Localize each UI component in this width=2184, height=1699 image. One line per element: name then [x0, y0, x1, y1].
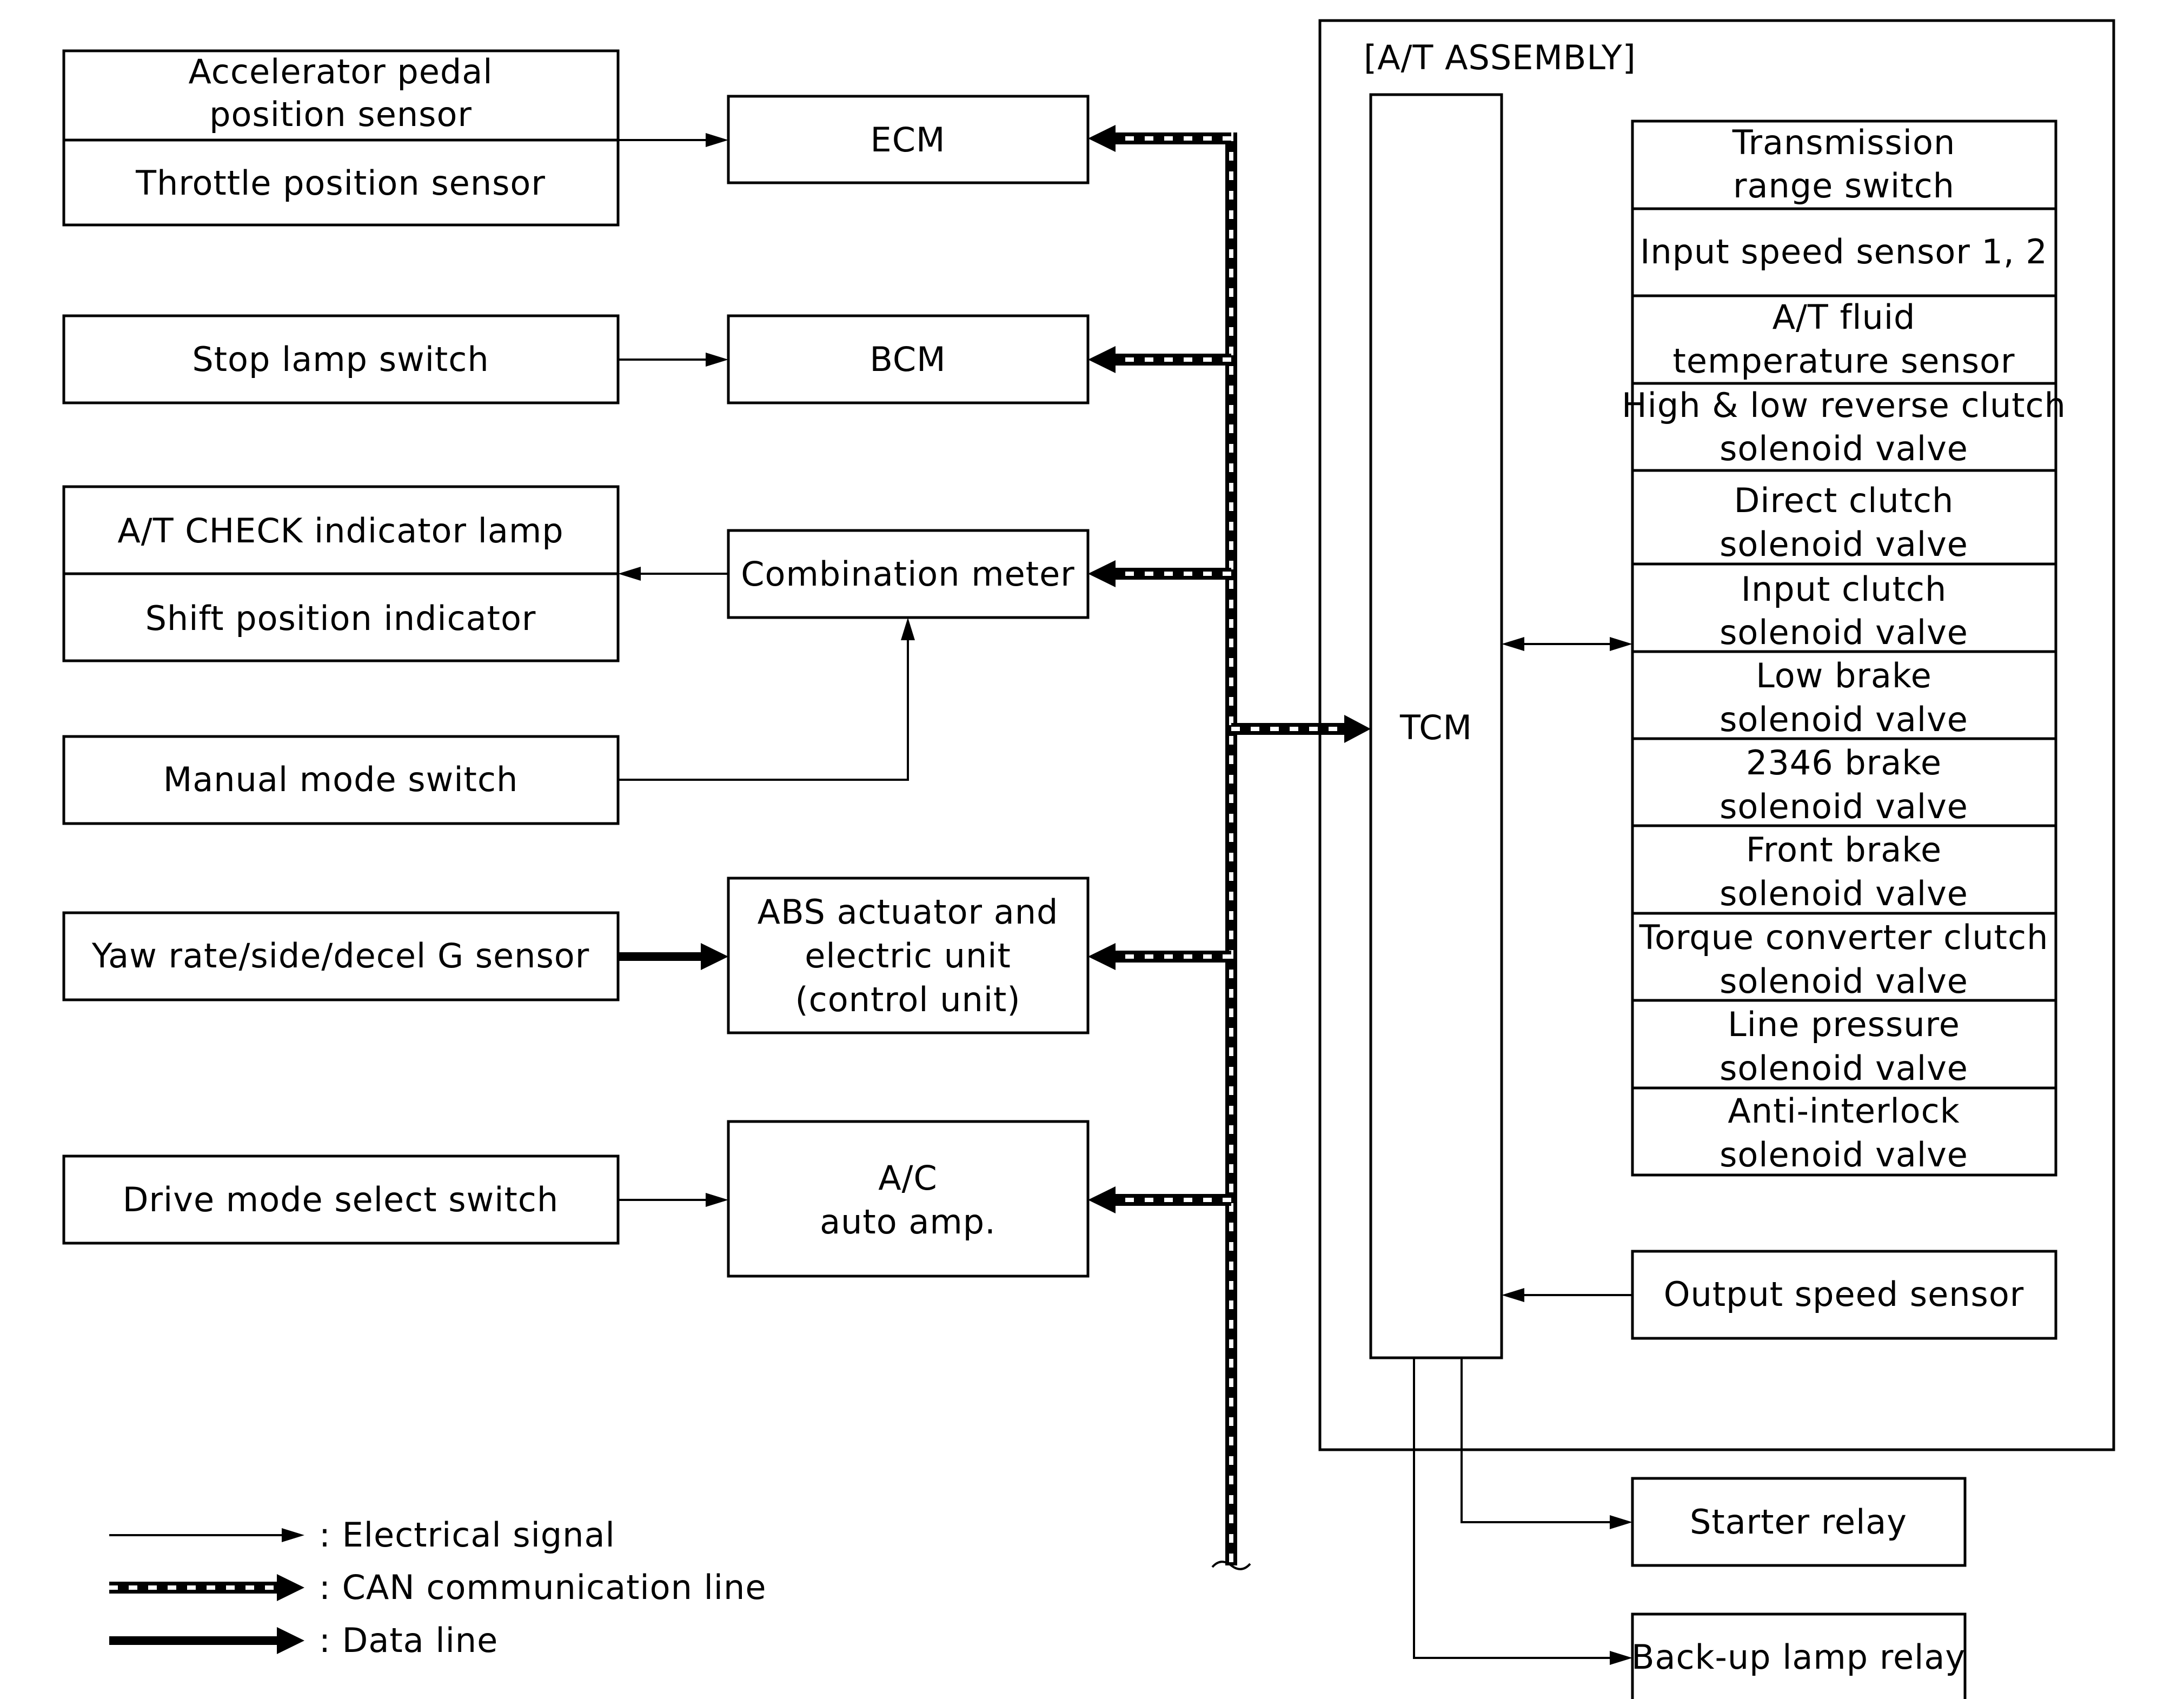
at-component-label: solenoid valve — [1720, 1048, 1968, 1088]
output-speed-sensor-box: Output speed sensor — [1631, 1250, 2057, 1340]
accel-throttle-box: Accelerator pedal position sensor Thrott… — [62, 49, 620, 227]
at-component-label: Input clutch — [1741, 569, 1947, 609]
at-component-label: solenoid valve — [1720, 787, 1968, 826]
data-line-yaw-abs — [618, 943, 728, 970]
at-component-label: Transmission — [1732, 123, 1956, 162]
combination-meter-label: Combination meter — [741, 554, 1074, 594]
at-component-label: solenoid valve — [1720, 1135, 1968, 1174]
starter-relay-box: Starter relay — [1631, 1477, 1967, 1567]
legend-electrical-label: : Electrical signal — [319, 1515, 615, 1555]
at-component-label: range switch — [1733, 166, 1955, 205]
abs-actuator-box: ABS actuator and electric unit (control … — [727, 877, 1090, 1034]
at-component-label: A/T fluid — [1773, 297, 1916, 337]
accelerator-pedal-label-1: Accelerator pedal — [188, 52, 493, 91]
at-component-label: Torque converter clutch — [1639, 918, 2049, 957]
bcm-box: BCM — [727, 314, 1090, 404]
manual-mode-switch-box: Manual mode switch — [62, 735, 620, 825]
at-component-label: 2346 brake — [1746, 743, 1942, 782]
at-assembly-label: [A/T ASSEMBLY] — [1364, 38, 1636, 77]
ac-label-1: A/C — [878, 1158, 938, 1198]
legend-can: : CAN communication line — [109, 1568, 766, 1607]
abs-label-3: (control unit) — [795, 980, 1020, 1019]
at-component-label: solenoid valve — [1720, 613, 1968, 652]
at-component-label: solenoid valve — [1720, 700, 1968, 739]
drive-mode-switch-box: Drive mode select switch — [62, 1154, 620, 1245]
bcm-label: BCM — [869, 340, 946, 379]
at-component-label: Input speed sensor 1, 2 — [1640, 232, 2048, 271]
throttle-position-label: Throttle position sensor — [135, 163, 546, 203]
accelerator-pedal-label-2: position sensor — [209, 95, 472, 134]
at-component-label: solenoid valve — [1720, 961, 1968, 1001]
at-component-label: High & low reverse clutch — [1622, 386, 2066, 425]
at-component-label: Front brake — [1746, 830, 1942, 870]
at-component-label: temperature sensor — [1673, 341, 2015, 381]
combination-meter-box: Combination meter — [727, 529, 1090, 619]
backup-lamp-relay-label: Back-up lamp relay — [1631, 1637, 1966, 1677]
can-bus — [1088, 125, 1371, 1570]
legend-data-label: : Data line — [319, 1621, 498, 1660]
at-component-label: solenoid valve — [1720, 429, 1968, 468]
ecm-box: ECM — [727, 95, 1090, 184]
output-speed-sensor-label: Output speed sensor — [1664, 1275, 2024, 1314]
shift-position-label: Shift position indicator — [145, 599, 536, 638]
manual-mode-switch-label: Manual mode switch — [163, 760, 518, 799]
tcm-box: TCM — [1369, 93, 1503, 1359]
ecm-label: ECM — [871, 120, 946, 160]
drive-mode-switch-label: Drive mode select switch — [123, 1180, 559, 1219]
starter-relay-label: Starter relay — [1690, 1502, 1907, 1542]
legend: : Electrical signal : CAN communication … — [109, 1515, 766, 1660]
electrical-wires — [618, 133, 1632, 1665]
ac-auto-amp-box: A/C auto amp. — [727, 1120, 1090, 1278]
at-check-lamp-label: A/T CHECK indicator lamp — [117, 511, 563, 550]
at-component-label: Low brake — [1756, 656, 1931, 695]
at-component-label: solenoid valve — [1720, 525, 1968, 564]
at-component-stack: Transmission range switch Input speed se… — [1622, 120, 2066, 1177]
indicator-box: A/T CHECK indicator lamp Shift position … — [62, 485, 620, 662]
legend-electrical: : Electrical signal — [109, 1515, 615, 1555]
ac-label-2: auto amp. — [820, 1202, 996, 1242]
at-component-label: Direct clutch — [1734, 481, 1954, 520]
stop-lamp-switch-label: Stop lamp switch — [192, 340, 489, 379]
stop-lamp-switch-box: Stop lamp switch — [62, 314, 620, 404]
tcm-label: TCM — [1399, 708, 1472, 747]
legend-data: : Data line — [109, 1621, 498, 1660]
backup-lamp-relay-box: Back-up lamp relay — [1631, 1612, 1967, 1699]
abs-label-2: electric unit — [805, 936, 1011, 975]
legend-can-label: : CAN communication line — [319, 1568, 766, 1607]
at-component-label: Line pressure — [1728, 1005, 1960, 1044]
abs-label-1: ABS actuator and — [758, 892, 1059, 932]
at-component-label: Anti-interlock — [1728, 1091, 1960, 1131]
yaw-rate-sensor-box: Yaw rate/side/decel G sensor — [62, 911, 620, 1001]
at-component-label: solenoid valve — [1720, 874, 1968, 913]
yaw-rate-sensor-label: Yaw rate/side/decel G sensor — [91, 936, 589, 975]
